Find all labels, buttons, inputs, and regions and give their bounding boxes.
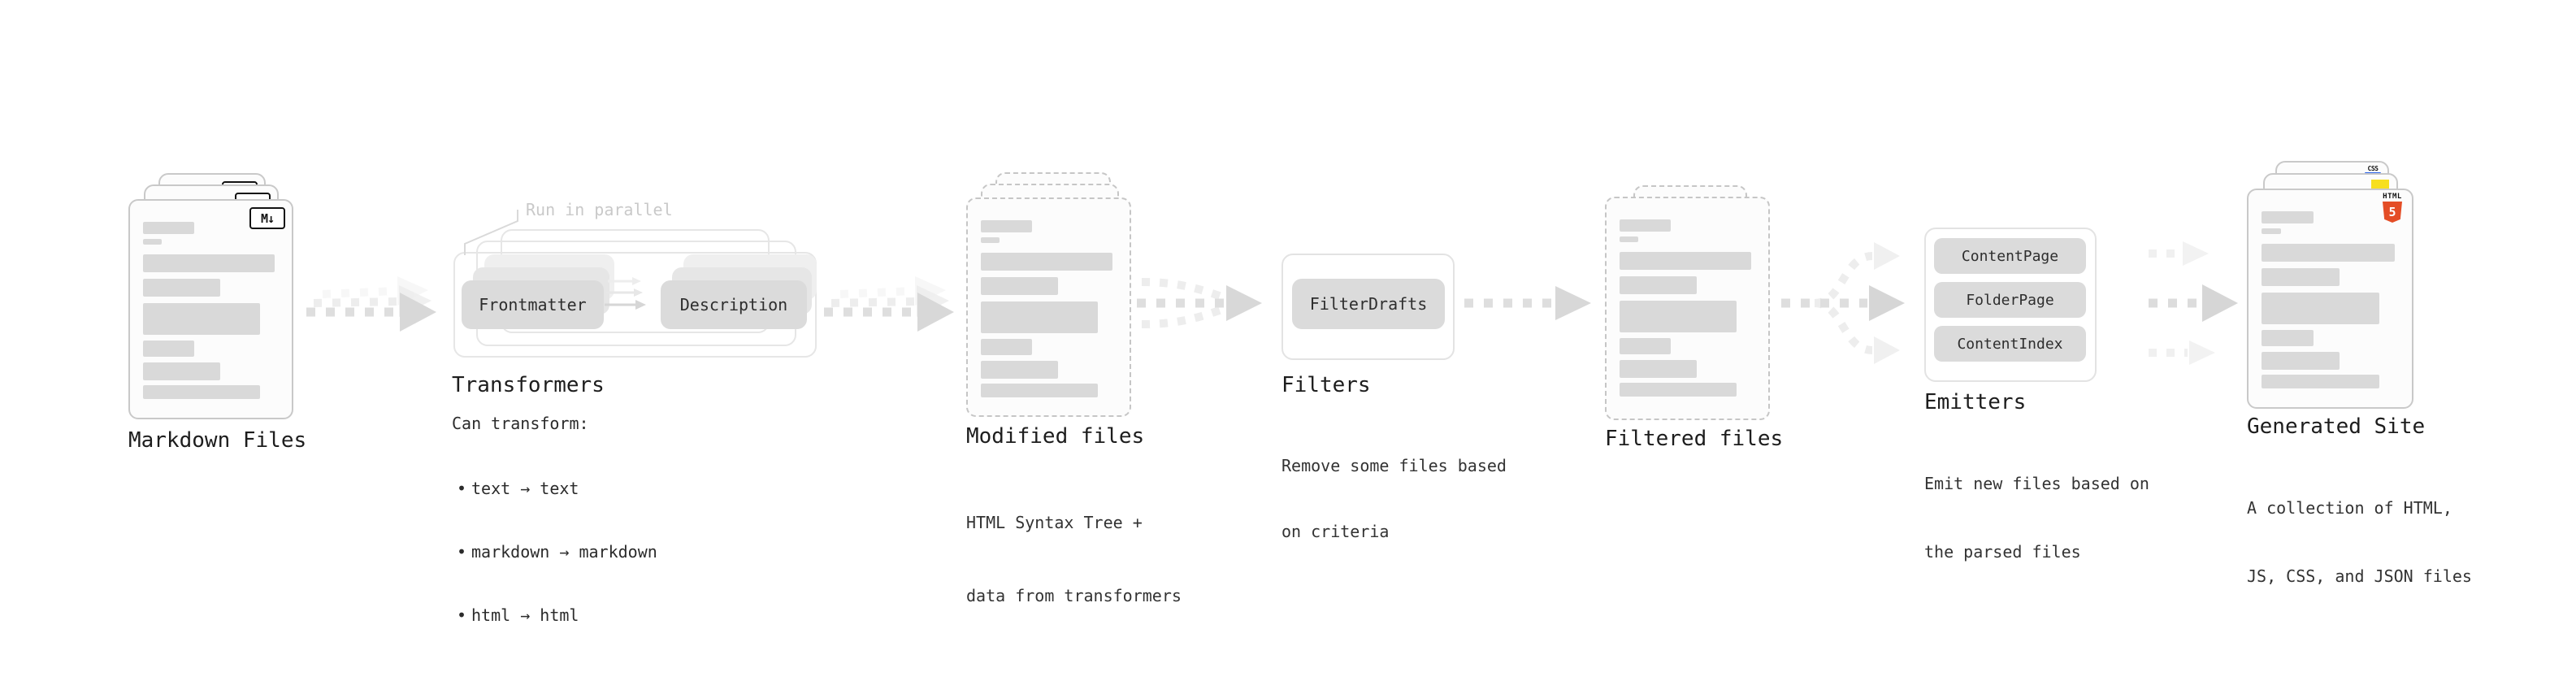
description-line: HTML Syntax Tree + <box>966 513 1143 532</box>
placeholder-line <box>143 279 221 297</box>
placeholder-line <box>1620 383 1737 397</box>
html5-icon-word: HTML <box>2383 193 2402 201</box>
placeholder-line <box>143 362 221 380</box>
placeholder-line <box>1620 360 1698 378</box>
placeholder-line <box>2262 293 2380 324</box>
transformers-label: Transformers <box>452 373 605 397</box>
transformer-pill-frontmatter: Frontmatter <box>462 280 604 329</box>
placeholder-line <box>143 239 163 245</box>
transformer-pill-description: Description <box>661 280 807 329</box>
transformers-box-front <box>453 252 817 358</box>
placeholder-line <box>2262 211 2314 223</box>
js-icon <box>2371 180 2389 189</box>
placeholder-line <box>1620 338 1672 354</box>
html5-icon: HTML 5 <box>2381 193 2404 223</box>
description-line: on criteria <box>1281 522 1390 541</box>
description-line: A collection of HTML, <box>2247 498 2452 518</box>
placeholder-line <box>981 277 1059 295</box>
filters-description: Remove some files based on criteria <box>1281 411 1507 565</box>
filter-pill-filterdrafts: FilterDrafts <box>1292 279 1445 329</box>
placeholder-line <box>143 340 195 357</box>
placeholder-line <box>1620 276 1698 294</box>
doc-placeholder-lines <box>130 201 292 399</box>
emitter-pill-contentindex: ContentIndex <box>1934 326 2086 362</box>
flow-arrow-transformers-to-modified <box>824 276 954 332</box>
bullet-marker: • <box>456 542 467 562</box>
placeholder-line <box>2262 268 2340 286</box>
placeholder-line <box>2262 244 2395 262</box>
placeholder-line <box>2262 375 2380 388</box>
description-line: Remove some files based <box>1281 456 1507 475</box>
generated-file-card-html: HTML 5 <box>2247 189 2413 409</box>
placeholder-line <box>143 254 275 272</box>
placeholder-line <box>143 222 195 234</box>
flow-arrow-modified-to-filters <box>1137 278 1262 328</box>
description-line: Emit new files based on <box>1924 474 2149 493</box>
placeholder-line <box>1620 301 1737 332</box>
placeholder-line <box>2262 352 2340 370</box>
placeholder-line <box>981 384 1098 397</box>
generated-site-label: Generated Site <box>2247 414 2426 439</box>
emitters-label: Emitters <box>1924 390 2027 414</box>
doc-placeholder-lines <box>2249 190 2412 388</box>
modified-file-card-front <box>966 197 1131 417</box>
flow-arrow-emitters-to-generated <box>2149 241 2238 365</box>
description-line: JS, CSS, and JSON files <box>2247 566 2472 586</box>
emitter-pill-contentpage: ContentPage <box>1934 238 2086 274</box>
placeholder-line <box>981 220 1033 232</box>
generated-site-description: A collection of HTML, JS, CSS, and JSON … <box>2247 451 2472 610</box>
flow-arrow-filters-to-filtered <box>1464 286 1591 320</box>
parallel-arrows-icon <box>605 277 646 310</box>
placeholder-line <box>143 303 260 335</box>
markdown-file-card-front: M↓ <box>128 199 293 419</box>
modified-files-label: Modified files <box>966 424 1145 449</box>
doc-placeholder-lines <box>1607 198 1768 397</box>
markdown-icon: M↓ <box>249 207 285 229</box>
html5-icon-shield: 5 <box>2383 202 2402 223</box>
bullet-text: text → text <box>471 479 579 498</box>
bullet-marker: • <box>456 605 467 625</box>
markdown-files-label: Markdown Files <box>128 428 307 453</box>
html5-icon-number: 5 <box>2388 204 2396 219</box>
description-line: the parsed files <box>1924 542 2081 562</box>
filtered-file-card-front <box>1605 197 1770 420</box>
placeholder-line <box>981 237 1000 243</box>
bullet-item: •text → text <box>452 478 657 499</box>
bullet-marker: • <box>456 479 467 498</box>
placeholder-line <box>2262 330 2314 346</box>
bullet-item: •html → html <box>452 605 657 626</box>
run-in-parallel-annotation: Run in parallel <box>526 200 673 219</box>
placeholder-line <box>981 361 1059 379</box>
annotation-callout-line <box>464 210 518 255</box>
transformers-bullet-list: •text → text •markdown → markdown •html … <box>452 436 657 647</box>
description-line: data from transformers <box>966 586 1182 605</box>
placeholder-line <box>143 385 260 399</box>
flow-arrow-markdown-to-transformers <box>306 276 436 332</box>
transformers-note-title: Can transform: <box>452 414 589 433</box>
filters-label: Filters <box>1281 373 1371 397</box>
placeholder-line <box>1620 219 1672 232</box>
filtered-files-label: Filtered files <box>1605 427 1784 451</box>
placeholder-line <box>981 253 1112 271</box>
flow-arrow-filtered-to-emitters <box>1781 242 1905 364</box>
placeholder-line <box>1620 252 1751 270</box>
placeholder-line <box>2262 228 2281 234</box>
css-icon-label: CSS <box>2367 165 2379 172</box>
bullet-item: •markdown → markdown <box>452 541 657 562</box>
bullet-text: markdown → markdown <box>471 542 657 562</box>
placeholder-line <box>1620 236 1639 242</box>
modified-files-description: HTML Syntax Tree + data from transformer… <box>966 462 1182 632</box>
emitter-pill-folderpage: FolderPage <box>1934 282 2086 318</box>
bullet-text: html → html <box>471 605 579 625</box>
doc-placeholder-lines <box>968 199 1130 397</box>
emitters-description: Emit new files based on the parsed files <box>1924 427 2149 586</box>
placeholder-line <box>981 301 1098 333</box>
placeholder-line <box>981 339 1033 355</box>
